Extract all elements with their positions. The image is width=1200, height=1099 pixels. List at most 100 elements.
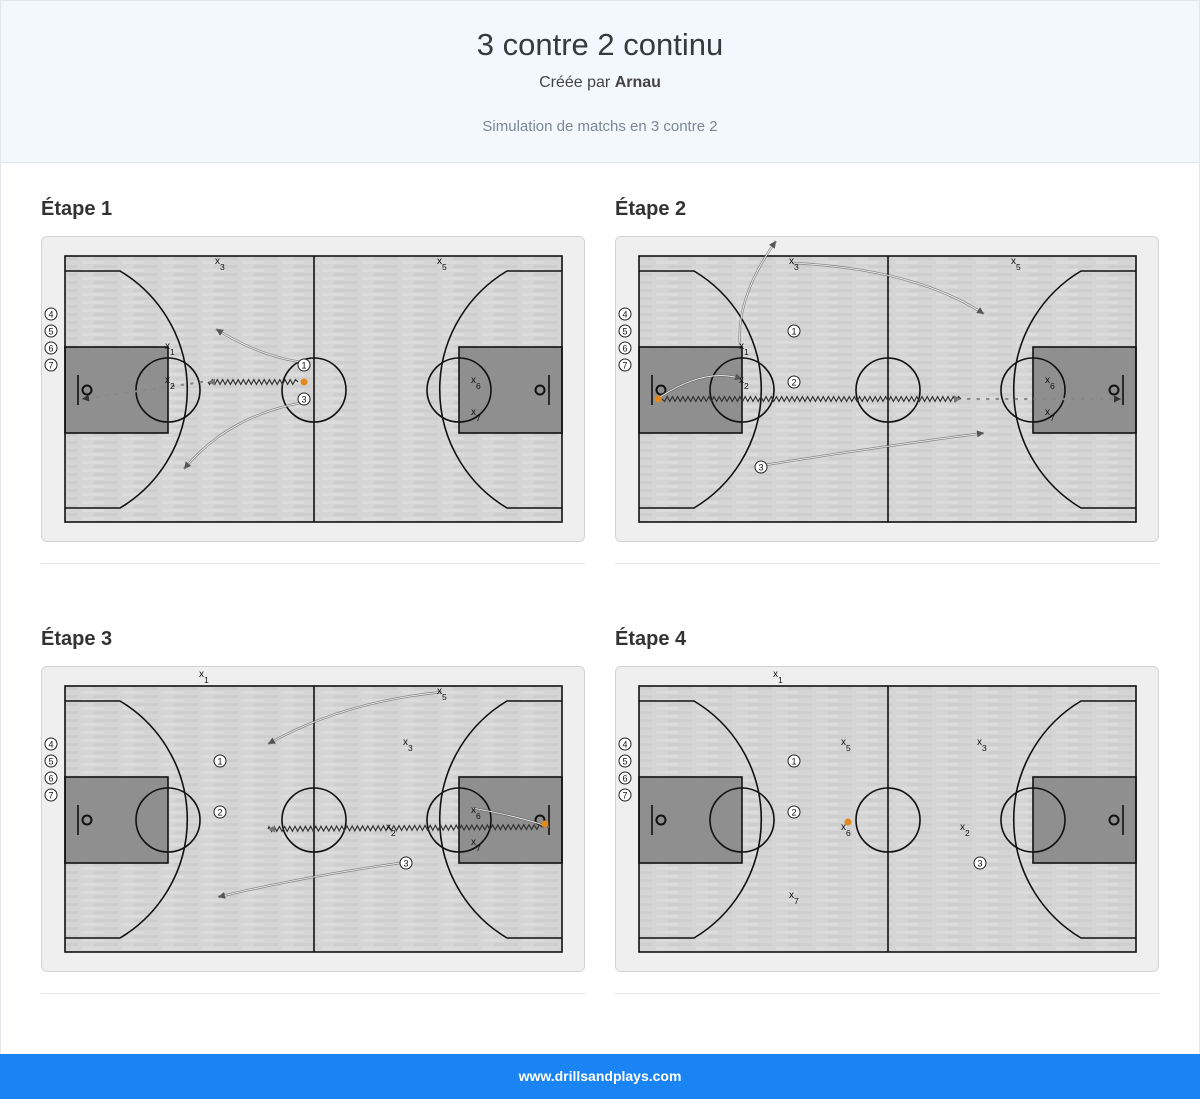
dribble-path: [207, 378, 299, 386]
arrow-head: [976, 430, 984, 438]
defender-mark: x: [165, 375, 170, 386]
center-circle: [855, 787, 921, 853]
defender-number: 6: [846, 828, 851, 838]
defender-mark: x: [471, 837, 476, 848]
offense-player: [618, 771, 632, 785]
created-by-label: Créée par: [539, 74, 611, 91]
defender-mark: x: [199, 669, 204, 680]
step-title: Étape 4: [615, 628, 687, 650]
defender-number: 5: [442, 692, 447, 702]
left-three-point-line: [65, 270, 189, 509]
arrow-head: [208, 378, 215, 386]
player-number: 6: [622, 773, 627, 783]
defender-mark: x: [437, 256, 442, 267]
defender-number: 5: [442, 262, 447, 272]
divider: [615, 563, 1159, 564]
player-number: 5: [622, 756, 627, 766]
page-header: 3 contre 2 continu Créée par Arnau Simul…: [1, 1, 1199, 163]
offense-player: [213, 754, 227, 768]
left-three-point-line: [65, 700, 189, 939]
defender-mark: x: [471, 407, 476, 418]
arrow-head: [82, 394, 90, 402]
player-number: 2: [791, 377, 796, 387]
defender-mark: x: [1045, 375, 1050, 386]
defender-mark: x: [386, 822, 391, 833]
right-ft-circle: [1000, 357, 1066, 423]
player-number: 2: [217, 807, 222, 817]
player-number: 1: [791, 326, 796, 336]
left-rim: [655, 384, 667, 396]
defender-number: 6: [476, 811, 481, 821]
left-ft-circle: [135, 357, 201, 423]
player-number: 6: [622, 343, 627, 353]
defender-number: 1: [170, 347, 175, 357]
offense-player: [618, 737, 632, 751]
pass-path: [80, 380, 204, 401]
player-number: 7: [48, 790, 53, 800]
footer-link[interactable]: www.drillsandplays.com: [0, 1054, 1200, 1099]
offense-player: [44, 307, 58, 321]
offense-player: [44, 754, 58, 768]
center-circle: [281, 787, 347, 853]
divider: [41, 563, 585, 564]
player-number: 4: [622, 739, 627, 749]
cut-path-highlight: [183, 402, 301, 470]
right-three-point-line: [438, 270, 562, 509]
defender-number: 6: [1050, 381, 1055, 391]
offense-player: [213, 805, 227, 819]
defender-number: 7: [476, 413, 481, 423]
basketball: [541, 820, 549, 828]
step-title: Étape 1: [41, 198, 113, 220]
left-three-point-line: [639, 270, 763, 509]
right-three-point-line: [1012, 700, 1136, 939]
defender-number: 1: [744, 347, 749, 357]
arrow-head: [268, 737, 276, 744]
offense-player: [787, 754, 801, 768]
right-key: [458, 776, 563, 864]
offense-player: [297, 392, 311, 406]
defender-mark: x: [215, 256, 220, 267]
defender-number: 2: [744, 381, 749, 391]
offense-player: [44, 358, 58, 372]
left-rim: [81, 814, 93, 826]
player-number: 5: [622, 326, 627, 336]
offense-player: [618, 358, 632, 372]
player-number: 1: [217, 756, 222, 766]
offense-player: [44, 341, 58, 355]
defender-number: 6: [476, 381, 481, 391]
right-key: [458, 346, 563, 434]
defender-number: 7: [476, 843, 481, 853]
arrow-head: [769, 241, 776, 249]
player-number: 7: [622, 360, 627, 370]
defender-mark: x: [1011, 256, 1016, 267]
left-key: [638, 776, 743, 864]
center-circle: [855, 357, 921, 423]
right-key: [1032, 776, 1137, 864]
arrow-head: [268, 825, 276, 833]
defender-number: 1: [778, 675, 783, 685]
drill-description: Simulation de matchs en 3 contre 2: [482, 118, 718, 135]
player-number: 5: [48, 326, 53, 336]
cut-path-highlight: [215, 328, 301, 363]
player-number: 6: [48, 773, 53, 783]
arrow-head: [734, 373, 742, 381]
defender-number: 2: [965, 828, 970, 838]
player-number: 3: [403, 858, 408, 868]
right-ft-circle: [1000, 787, 1066, 853]
offense-player: [44, 771, 58, 785]
right-ft-circle: [426, 787, 492, 853]
basketball: [654, 395, 662, 403]
left-ft-circle: [135, 787, 201, 853]
cut-path-highlight: [659, 375, 743, 398]
offense-player: [754, 460, 768, 474]
divider: [615, 993, 1159, 994]
left-ft-circle: [709, 357, 775, 423]
player-number: 7: [622, 790, 627, 800]
